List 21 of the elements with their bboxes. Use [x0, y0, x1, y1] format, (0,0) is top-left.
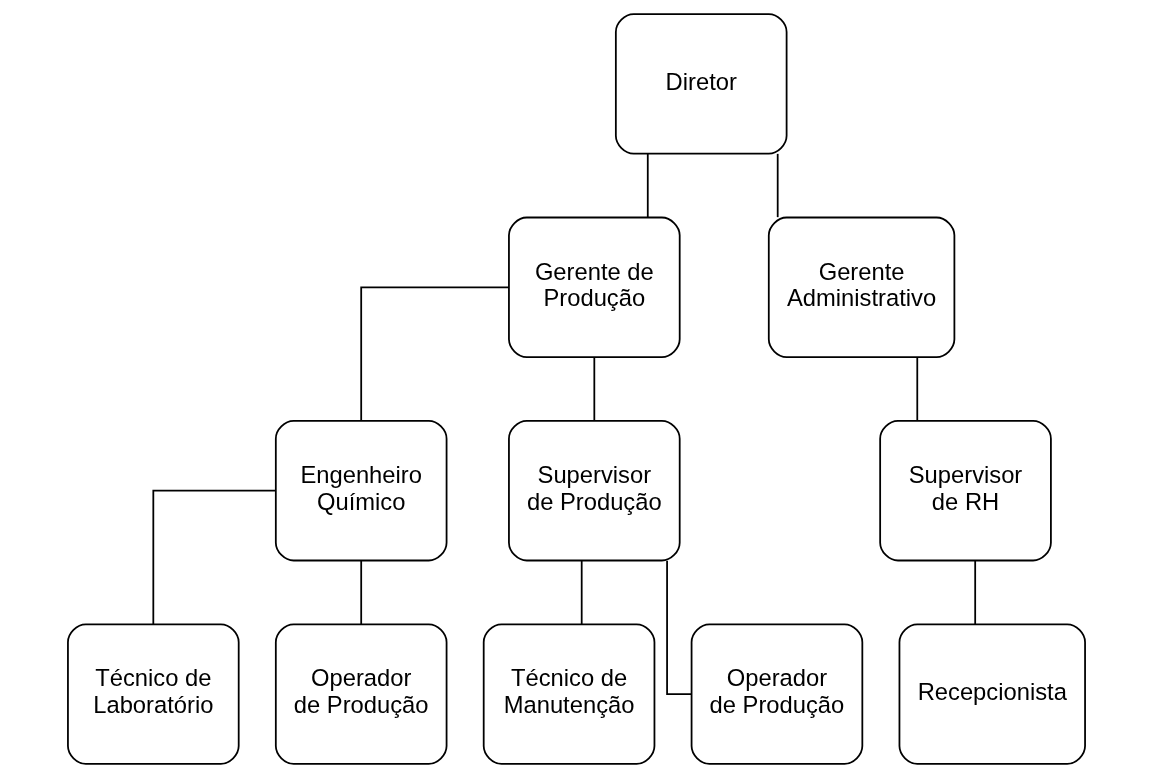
connector — [152, 489, 277, 625]
node-box: Recepcionista — [898, 623, 1086, 765]
node-box: Operador de Produção — [690, 623, 864, 765]
connector — [593, 356, 596, 422]
node-box: Diretor — [614, 13, 788, 155]
node-box: Supervisor de Produção — [508, 420, 681, 562]
connector — [916, 356, 919, 422]
node-box: Engenheiro Químico — [274, 420, 448, 562]
connector — [360, 559, 363, 625]
connector — [646, 153, 649, 219]
connector — [666, 559, 693, 696]
connector — [360, 286, 510, 422]
connector — [580, 559, 583, 625]
node-box: Técnico de Laboratório — [67, 623, 240, 765]
node-box: Operador de Produção — [274, 623, 448, 765]
node-box: Técnico de Manutenção — [482, 623, 656, 765]
node-box: Gerente de Produção — [508, 216, 681, 358]
connector — [974, 559, 977, 625]
node-box: Gerente Administrativo — [767, 216, 956, 358]
node-box: Supervisor de RH — [879, 420, 1052, 562]
connector — [776, 153, 779, 219]
